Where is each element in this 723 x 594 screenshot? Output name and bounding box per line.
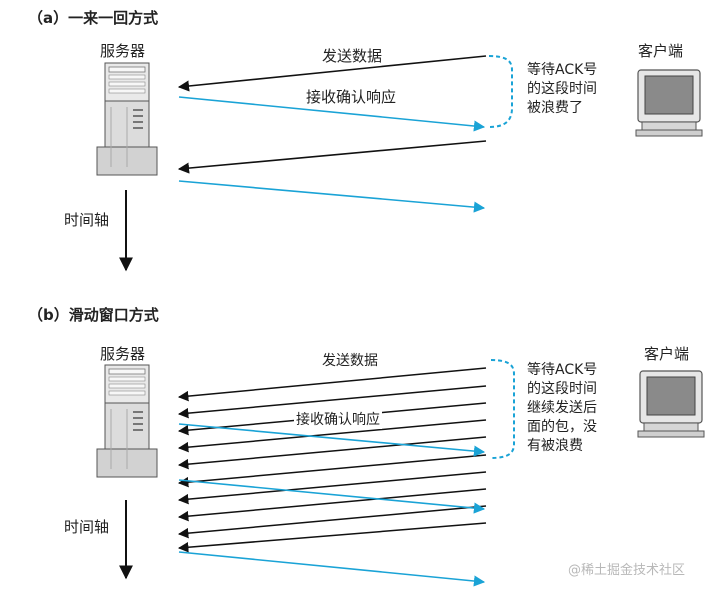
section-b-send-arrow: [177, 488, 487, 522]
section-a-send-label: 发送数据: [322, 47, 383, 65]
section-b-time-axis-label: 时间轴: [64, 518, 110, 536]
section-a-client-label: 客户端: [638, 42, 684, 60]
section-b-send-arrow: [177, 385, 487, 419]
section-a-ack-arrow: [178, 180, 486, 213]
section-b-send-arrow: [177, 419, 487, 453]
section-a-ack-arrow: [178, 96, 486, 132]
section-a-time-axis-label: 时间轴: [64, 211, 110, 229]
section-b-wait-bracket: [490, 359, 515, 459]
section-a-client-monitor-icon: [635, 69, 703, 137]
section-b-ack-label: 接收确认响应: [294, 411, 382, 429]
section-b-send-arrow: [177, 436, 487, 470]
section-b-ack-arrow: [178, 479, 486, 514]
section-a-send-arrow: [177, 55, 487, 92]
section-b-send-arrow: [177, 454, 487, 488]
section-a-send-arrow: [177, 140, 487, 174]
section-b-server-icon: [96, 364, 158, 478]
watermark: @稀土掘金技术社区: [568, 563, 686, 578]
section-b-server-label: 服务器: [100, 345, 146, 363]
section-b-client-label: 客户端: [644, 345, 690, 363]
section-b-send-arrow: [177, 471, 487, 505]
section-b-send-arrow: [177, 522, 487, 553]
section-b-ack-arrow: [178, 423, 486, 457]
section-b-ack-arrow: [178, 551, 486, 587]
section-a-heading: （a）一来一回方式: [28, 9, 159, 27]
section-b-heading: （b）滑动窗口方式: [28, 306, 159, 324]
section-a-wait-note: 等待ACK号 的这段时间 被浪费了: [527, 62, 598, 116]
section-b-send-arrow: [177, 505, 487, 539]
section-b-client-monitor-icon: [637, 370, 705, 438]
section-a-server-icon: [96, 62, 158, 176]
section-b-send-arrow: [177, 367, 487, 402]
section-a-wait-bracket: [488, 55, 513, 128]
section-b-wait-note: 等待ACK号 的这段时间 继续发送后 面的包，没 有被浪费: [527, 362, 598, 454]
section-a-ack-label: 接收确认响应: [306, 88, 397, 106]
section-a-server-label: 服务器: [100, 42, 146, 60]
section-b-send-label: 发送数据: [320, 352, 380, 370]
